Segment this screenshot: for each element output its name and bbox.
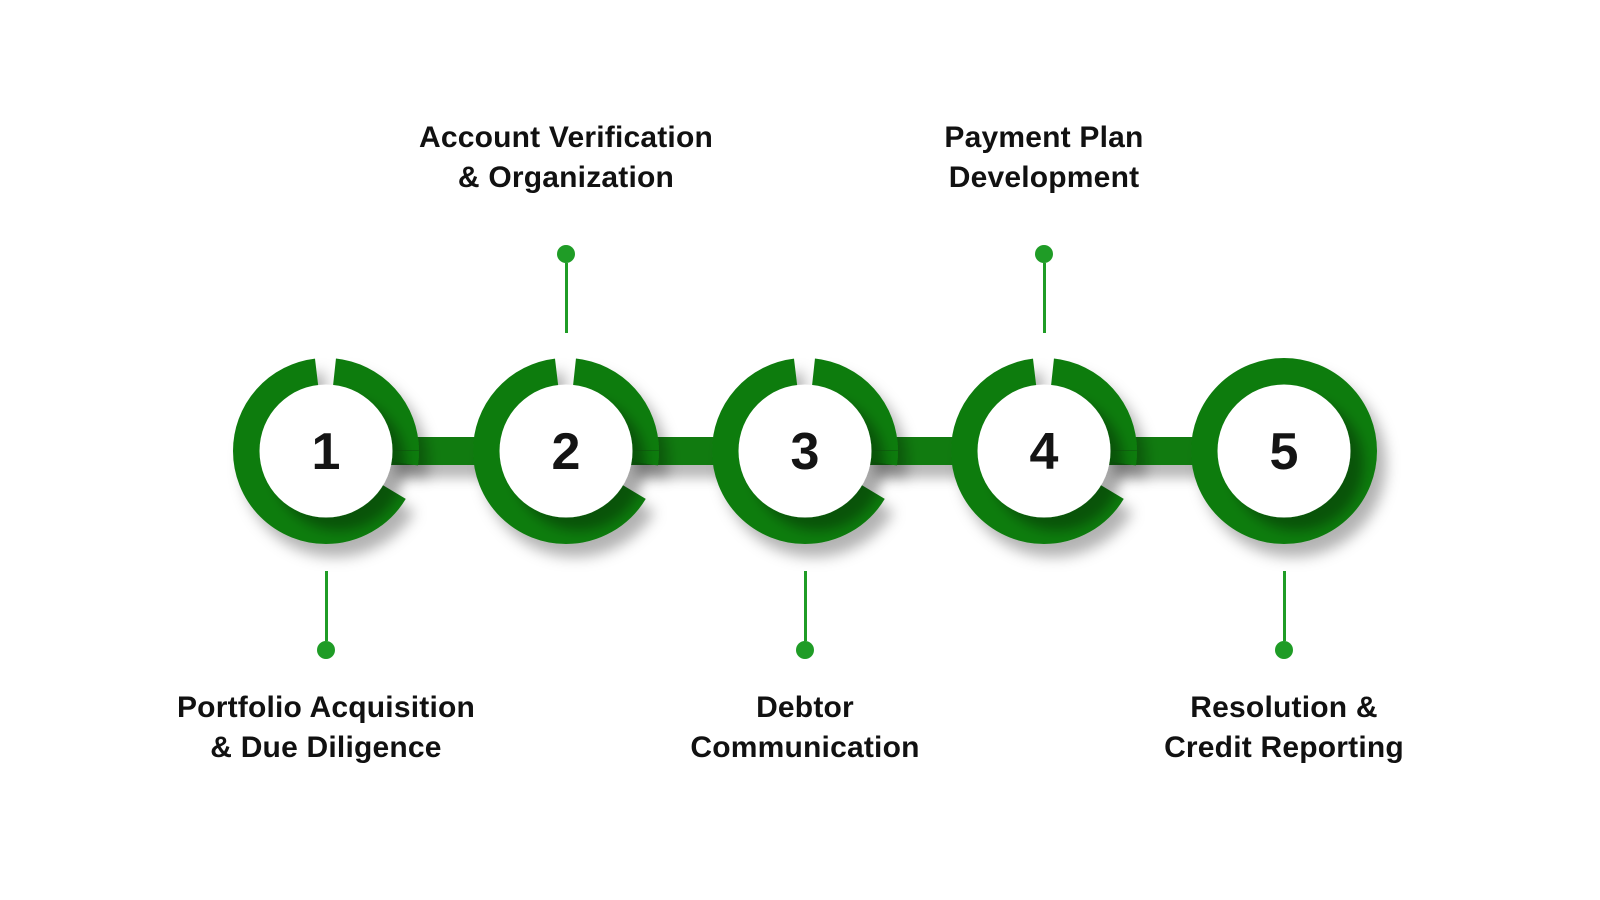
step-2-node: 2 [473,358,659,544]
step-1-number: 1 [312,423,341,481]
step-4-leader-line [1043,263,1046,333]
step-5-ring [1191,358,1377,544]
step-5-dot-icon [1275,641,1293,659]
label-line: Debtor [756,691,854,724]
step-2-leader-line [565,263,568,333]
step-2-label: Account Verification & Organization [419,118,713,198]
step-2-ring [473,358,659,544]
step-3-label: Debtor Communication [690,688,919,768]
step-3-ring [712,358,898,544]
step-3-number: 3 [791,423,820,481]
label-line: & Organization [457,161,675,194]
step-2-number: 2 [552,423,581,481]
label-line: Payment Plan [944,121,1144,154]
step-1-leader-line [325,571,328,641]
step-4-label: Payment Plan Development [944,118,1143,198]
label-line: & Due Diligence [210,731,442,764]
step-5-label: Resolution & Credit Reporting [1164,688,1404,768]
step-4-number: 4 [1030,423,1059,481]
step-1-dot-icon [317,641,335,659]
step-4-node: 4 [951,358,1137,544]
label-line: Resolution & [1190,691,1378,724]
step-5-node: 5 [1191,358,1377,544]
step-4-ring [951,358,1137,544]
step-4-number-circle [977,384,1111,518]
step-3-node: 3 [712,358,898,544]
step-2-number-circle [499,384,633,518]
step-1-label: Portfolio Acquisition & Due Diligence [177,688,475,768]
step-1-ring [233,358,419,544]
label-line: Portfolio Acquisition [176,691,476,724]
label-line: Development [948,161,1140,194]
step-1-number-circle [259,384,393,518]
step-5-number-circle [1217,384,1351,518]
label-line: Credit Reporting [1164,731,1404,764]
label-line: Account Verification [418,121,714,154]
step-2-dot-icon [557,245,575,263]
step-5-number: 5 [1270,423,1299,481]
step-3-number-circle [738,384,872,518]
step-4-dot-icon [1035,245,1053,263]
step-3-leader-line [804,571,807,641]
step-5-leader-line [1283,571,1286,641]
step-3-dot-icon [796,641,814,659]
step-1-node: 1 [233,358,419,544]
label-line: Communication [690,731,920,764]
